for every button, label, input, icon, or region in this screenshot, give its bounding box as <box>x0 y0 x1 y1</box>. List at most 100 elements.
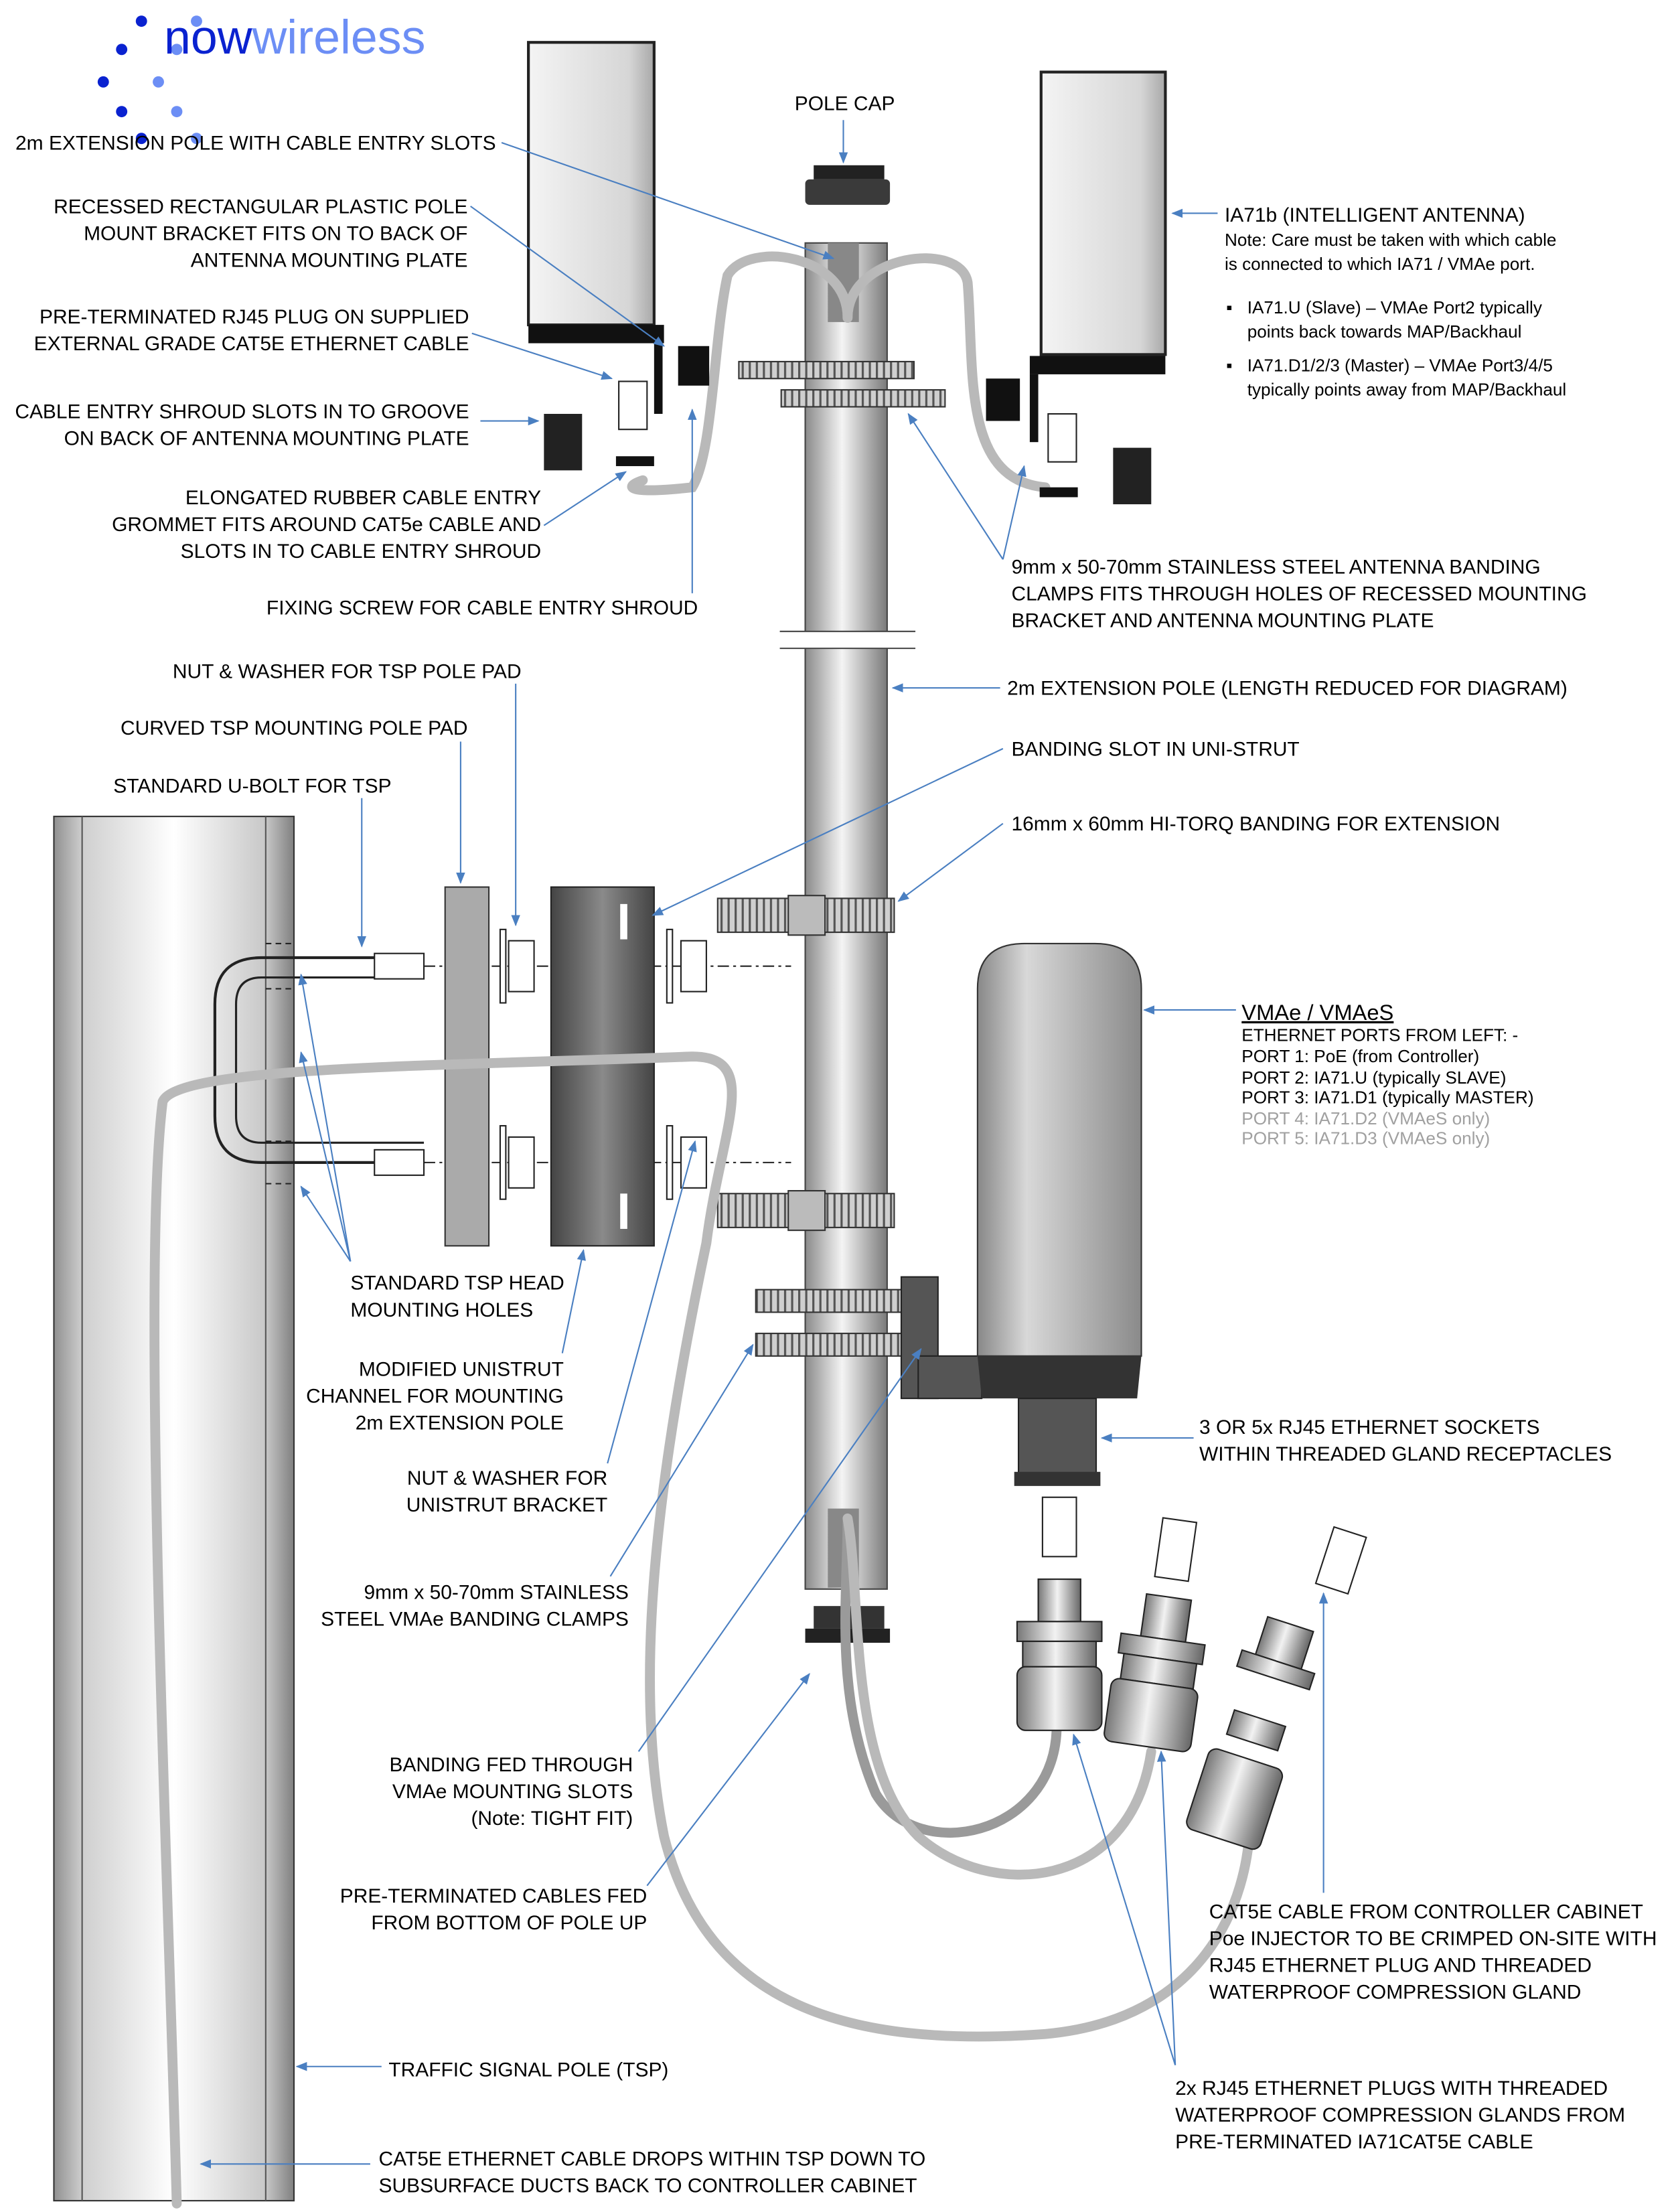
label-nut-washer-tsp: NUT & WASHER FOR TSP POLE PAD <box>173 660 522 682</box>
pole-cap <box>814 165 885 179</box>
ia71b-title: IA71b (INTELLIGENT ANTENNA) <box>1225 204 1525 226</box>
leader-line-banding-fed <box>637 1347 922 1753</box>
label-antenna-clamps: 9mm x 50-70mm STAINLESS STEEL ANTENNA BA… <box>1011 556 1540 578</box>
vmae-line: PORT 3: IA71.D1 (typically MASTER) <box>1241 1087 1533 1107</box>
label-entry-shroud: CABLE ENTRY SHROUD SLOTS IN TO GROOVE <box>15 400 469 423</box>
label-banding-fed: BANDING FED THROUGH <box>390 1754 633 1776</box>
label-plugs-glands: WATERPROOF COMPRESSION GLANDS FROM <box>1175 2104 1625 2126</box>
label-cable-drops: CAT5E ETHERNET CABLE DROPS WITHIN TSP DO… <box>379 2148 926 2170</box>
leader-line-antenna-clamps <box>907 413 1004 560</box>
label-recessed-bracket: RECESSED RECTANGULAR PLASTIC POLE <box>54 196 467 218</box>
leader-line-plugs-glands <box>1072 1733 1176 2065</box>
vmae-line: PORT 2: IA71.U (typically SLAVE) <box>1241 1067 1506 1088</box>
label-controller-cable: WATERPROOF COMPRESSION GLAND <box>1209 1982 1582 2004</box>
label-banding-slot: BANDING SLOT IN UNI-STRUT <box>1011 738 1299 760</box>
ia71b-bullet: typically points away from MAP/Backhaul <box>1247 380 1567 400</box>
ia71b-bullet: points back towards MAP/Backhaul <box>1247 321 1522 342</box>
leader-line-vmae-clamps <box>609 1343 754 1577</box>
label-ext-pole-reduced: 2m EXTENSION POLE (LENGTH REDUCED FOR DI… <box>1007 678 1568 700</box>
leader-line-nut-washer-unistrut <box>607 1140 697 1464</box>
leader-line-ext-pole-slots <box>501 142 835 260</box>
ia71b-callout: IA71b (INTELLIGENT ANTENNA) Note: Care m… <box>1171 204 1567 400</box>
leader-line-plugs-glands <box>1157 1750 1176 2065</box>
cable-left-antenna <box>627 251 853 496</box>
vmae-line-muted: PORT 5: IA71.D3 (VMAeS only) <box>1241 1128 1490 1148</box>
leader-line-rj45-plug <box>471 332 613 380</box>
leader-line-tsp-holes <box>298 973 352 1262</box>
bullet-icon: ▪ <box>1226 297 1232 317</box>
label-grommet: SLOTS IN TO CABLE ENTRY SHROUD <box>181 540 541 563</box>
label-controller-cable: RJ45 ETHERNET PLUG AND THREADED <box>1209 1954 1592 1976</box>
leader-line-banding-slot <box>652 747 1004 916</box>
gland-plug-1 <box>1016 1496 1103 1731</box>
callout-labels: 2m EXTENSION POLE WITH CABLE ENTRY SLOTS… <box>15 93 1657 2197</box>
label-unistrut: CHANNEL FOR MOUNTING <box>306 1385 564 1407</box>
antenna-band-clamp <box>780 389 946 408</box>
label-ubolt: STANDARD U-BOLT FOR TSP <box>113 775 391 797</box>
logo-text: nowwireless <box>164 11 426 64</box>
ia71b-bullet: IA71.D1/2/3 (Master) – VMAe Port3/4/5 <box>1247 356 1553 376</box>
unistrut-channel <box>550 886 655 1247</box>
vmae-unit <box>976 942 1142 1486</box>
label-ext-pole-slots: 2m EXTENSION POLE WITH CABLE ENTRY SLOTS <box>15 133 496 155</box>
label-tsp-holes: MOUNTING HOLES <box>350 1299 533 1321</box>
label-curved-pad: CURVED TSP MOUNTING POLE PAD <box>121 717 467 739</box>
ia71-antenna-right <box>986 70 1167 504</box>
label-tsp: TRAFFIC SIGNAL POLE (TSP) <box>388 2059 668 2081</box>
leader-line-tsp-holes <box>300 1185 352 1262</box>
leader-line-hitorq <box>897 822 1004 902</box>
label-vmae-clamps: 9mm x 50-70mm STAINLESS <box>364 1582 629 1604</box>
pole-break <box>779 631 916 649</box>
label-plugs-glands: PRE-TERMINATED IA71CAT5E CABLE <box>1175 2131 1533 2153</box>
gland-plug-2 <box>1104 1517 1206 1753</box>
nowwireless-logo: nowwireless <box>97 11 426 145</box>
label-nut-washer-unistrut: NUT & WASHER FOR <box>407 1467 607 1489</box>
ia71b-note: is connected to which IA71 / VMAe port. <box>1225 254 1535 274</box>
leader-line-recessed-bracket <box>470 206 665 347</box>
nuts-washers <box>499 928 707 1200</box>
label-pole-cap: POLE CAP <box>795 93 895 115</box>
label-tsp-holes: STANDARD TSP HEAD <box>350 1272 564 1295</box>
ia71-antenna-left <box>527 41 710 471</box>
logo-now: now <box>164 11 252 64</box>
label-rj45-sockets: WITHIN THREADED GLAND RECEPTACLES <box>1199 1443 1612 1465</box>
label-rj45-sockets: 3 OR 5x RJ45 ETHERNET SOCKETS <box>1199 1416 1540 1439</box>
leader-line-tsp-holes <box>299 1051 352 1262</box>
leader-line-unistrut <box>561 1248 586 1353</box>
label-entry-shroud: ON BACK OF ANTENNA MOUNTING PLATE <box>64 427 469 449</box>
label-cables-fed: PRE-TERMINATED CABLES FED <box>340 1885 648 1907</box>
label-unistrut: MODIFIED UNISTRUT <box>359 1358 564 1380</box>
label-antenna-clamps: CLAMPS FITS THROUGH HOLES OF RECESSED MO… <box>1011 583 1586 605</box>
vmae-title: VMAe / VMAeS <box>1241 1000 1393 1025</box>
label-grommet: ELONGATED RUBBER CABLE ENTRY <box>185 487 541 509</box>
cable-port1 <box>840 1514 1062 1838</box>
ia71b-note: Note: Care must be taken with which cabl… <box>1225 230 1556 250</box>
label-cables-fed: FROM BOTTOM OF POLE UP <box>371 1912 647 1934</box>
antenna-band-clamp <box>738 360 915 380</box>
vmae-line: PORT 1: PoE (from Controller) <box>1241 1046 1479 1066</box>
label-rj45-plug: PRE-TERMINATED RJ45 PLUG ON SUPPLIED <box>40 306 469 328</box>
logo-wireless: wireless <box>252 11 426 64</box>
label-banding-fed: VMAe MOUNTING SLOTS <box>392 1781 633 1803</box>
label-banding-fed: (Note: TIGHT FIT) <box>471 1808 633 1830</box>
label-recessed-bracket: MOUNT BRACKET FITS ON TO BACK OF <box>84 223 467 245</box>
vmae-mount-bracket <box>917 1355 983 1400</box>
vmae-callout: VMAe / VMAeS ETHERNET PORTS FROM LEFT: -… <box>1143 1000 1534 1148</box>
leader-line-antenna-clamps <box>1002 465 1026 560</box>
cable-port2 <box>842 1514 1156 1880</box>
label-antenna-clamps: BRACKET AND ANTENNA MOUNTING PLATE <box>1011 609 1434 632</box>
label-hitorq: 16mm x 60mm HI-TORQ BANDING FOR EXTENSIO… <box>1011 813 1500 835</box>
gland-plug-3 <box>1186 1526 1367 1850</box>
label-controller-cable: Poe INJECTOR TO BE CRIMPED ON-SITE WITH <box>1209 1927 1657 1949</box>
vmae-line-muted: PORT 4: IA71.D2 (VMAeS only) <box>1241 1108 1490 1128</box>
label-grommet: GROMMET FITS AROUND CAT5e CABLE AND <box>112 514 541 536</box>
logo-dots-icon <box>97 15 202 145</box>
leader-line-cables-fed <box>646 1673 810 1887</box>
label-unistrut: 2m EXTENSION POLE <box>356 1412 564 1434</box>
label-nut-washer-unistrut: UNISTRUT BRACKET <box>406 1494 608 1516</box>
cable-right-antenna <box>842 253 1051 493</box>
ia71b-bullet: IA71.U (Slave) – VMAe Port2 typically <box>1247 297 1543 317</box>
label-controller-cable: CAT5E CABLE FROM CONTROLLER CABINET <box>1209 1901 1643 1923</box>
cable-tsp-drop <box>149 1051 1256 2209</box>
